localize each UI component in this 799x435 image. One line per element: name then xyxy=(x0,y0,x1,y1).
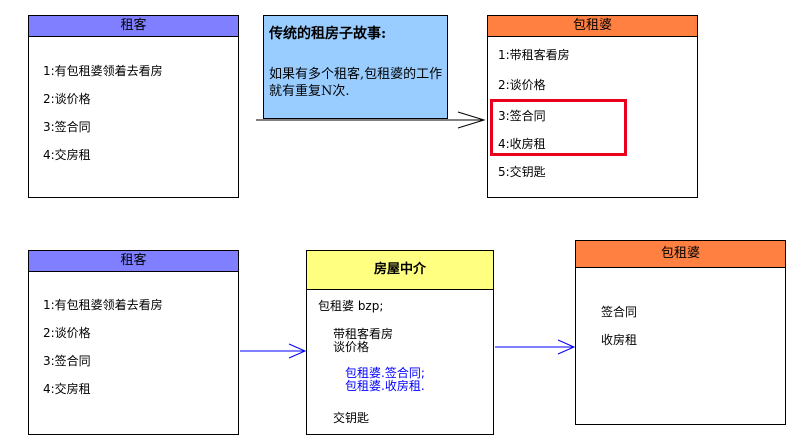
landlady-top-item-3: 3:签合同 xyxy=(498,109,546,123)
tenant-top-item-1: 1:有包租婆领着去看房 xyxy=(43,64,163,78)
tenant-top-item-4: 4:交房租 xyxy=(43,148,91,162)
tenant-bottom-item-1: 1:有包租婆领着去看房 xyxy=(43,298,163,312)
landlady-bottom-item-2: 收房租 xyxy=(601,333,638,347)
agency-box-title: 房屋中介 xyxy=(307,251,493,290)
tenant-box-top: 租客 1:有包租婆领着去看房 2:谈价格 3:签合同 4:交房租 xyxy=(28,15,239,198)
landlady-box-top: 包租婆 1:带租客看房 2:谈价格 3:签合同 4:收房租 5:交钥匙 xyxy=(487,15,698,198)
agency-call-2: 包租婆.收房租. xyxy=(345,379,425,393)
tenant-bottom-item-2: 2:谈价格 xyxy=(43,326,91,340)
arrow-tenant-to-landlady xyxy=(256,111,486,129)
story-note-body: 如果有多个租客,包租婆的工作就有重复N次. xyxy=(269,67,443,99)
tenant-box-bottom: 租客 1:有包租婆领着去看房 2:谈价格 3:签合同 4:交房租 xyxy=(28,250,239,435)
tenant-box-top-title: 租客 xyxy=(29,16,238,37)
story-note: 传统的租房子故事: 如果有多个租客,包租婆的工作就有重复N次. xyxy=(263,15,448,119)
landlady-box-bottom: 包租婆 签合同 收房租 xyxy=(575,240,786,425)
agency-step-2: 谈价格 xyxy=(333,340,370,354)
landlady-bottom-item-1: 签合同 xyxy=(601,305,638,319)
highlight-frame xyxy=(490,99,627,156)
landlady-box-top-title: 包租婆 xyxy=(488,16,697,37)
landlady-top-item-5: 5:交钥匙 xyxy=(498,165,546,179)
arrow-tenant-to-agency xyxy=(240,343,307,359)
agency-field: 包租婆 bzp; xyxy=(318,299,384,313)
tenant-top-item-3: 3:签合同 xyxy=(43,120,91,134)
tenant-bottom-item-3: 3:签合同 xyxy=(43,354,91,368)
tenant-top-item-2: 2:谈价格 xyxy=(43,92,91,106)
landlady-top-item-4: 4:收房租 xyxy=(498,137,546,151)
tenant-box-bottom-title: 租客 xyxy=(29,251,238,272)
landlady-box-bottom-title: 包租婆 xyxy=(576,241,785,268)
agency-step-1: 带租客看房 xyxy=(333,327,394,341)
landlady-top-item-2: 2:谈价格 xyxy=(498,78,546,92)
agency-step-last: 交钥匙 xyxy=(333,411,370,425)
arrow-agency-to-landlady xyxy=(495,339,576,355)
story-note-title: 传统的租房子故事: xyxy=(269,26,387,42)
tenant-bottom-item-4: 4:交房租 xyxy=(43,382,91,396)
landlady-top-item-1: 1:带租客看房 xyxy=(498,48,570,62)
agency-call-1: 包租婆.签合同; xyxy=(345,366,425,380)
